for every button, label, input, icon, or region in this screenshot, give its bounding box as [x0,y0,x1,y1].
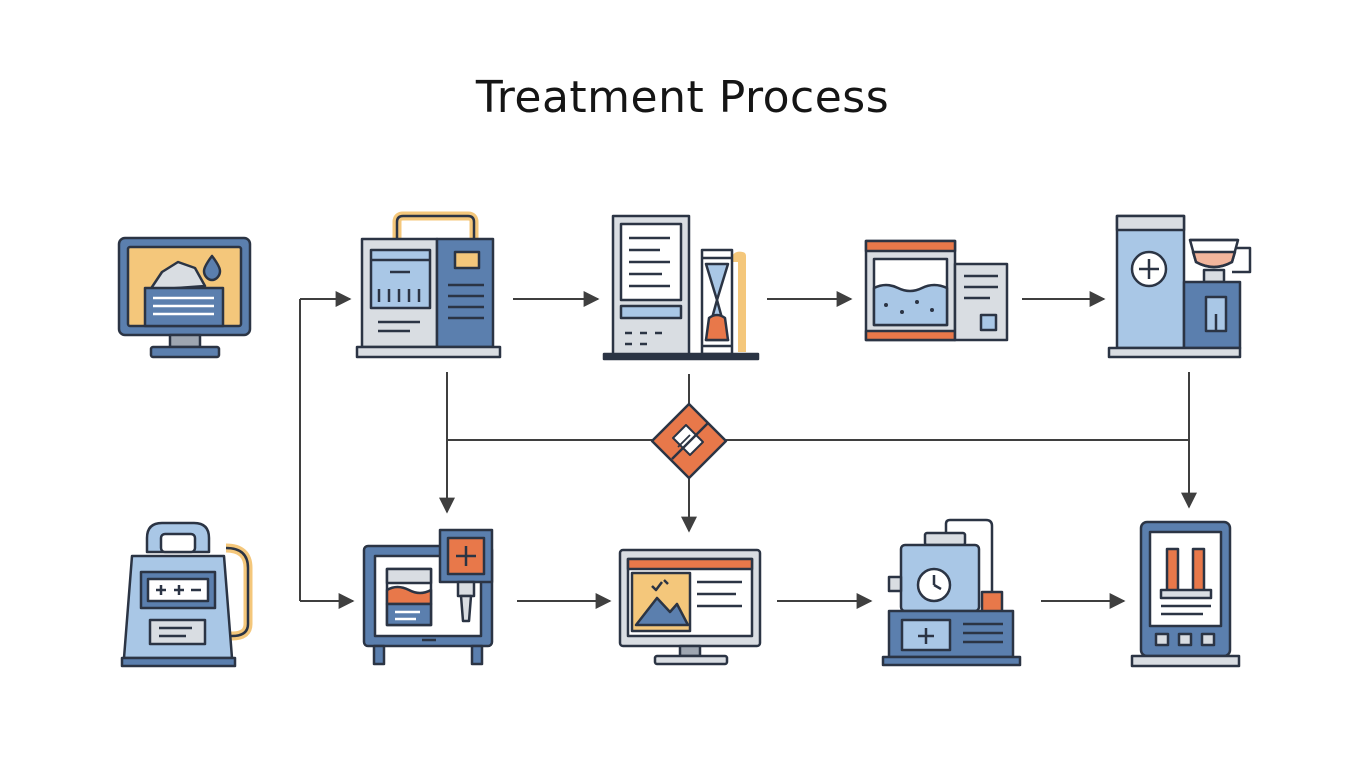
jug-device-icon [120,521,253,668]
diagram-title: Treatment Process [475,72,890,123]
analyzer-machine-icon [355,211,502,359]
monitor-skin-icon [117,236,252,359]
medical-cabinet-icon [1107,214,1252,359]
monitor-probe-icon [362,528,494,666]
tablet-chart-icon [1130,520,1241,668]
pump-gauge-icon [881,518,1022,667]
lab-column-icon [602,214,760,361]
decision-diamond-icon [650,402,728,480]
display-chart-icon [618,548,762,666]
connectors [299,291,1197,609]
tank-sample-icon [864,239,1009,342]
